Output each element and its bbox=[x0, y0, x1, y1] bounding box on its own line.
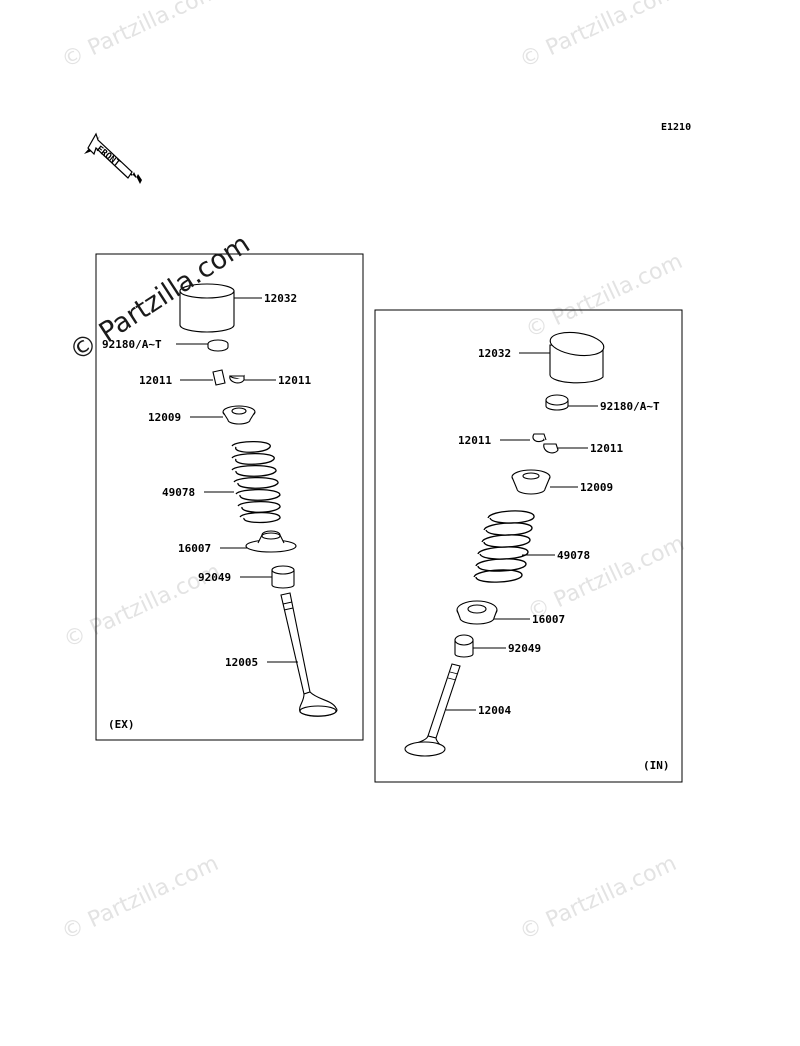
watermark: © Partzilla.com bbox=[58, 851, 222, 945]
ex-valve bbox=[280, 592, 338, 717]
intake-panel: 12032 92180/A~T 12011 12011 12009 49078 … bbox=[374, 309, 683, 783]
watermarks: © Partzilla.com © Partzilla.com © Partzi… bbox=[58, 0, 688, 945]
ex-label-retainer: 12009 bbox=[148, 411, 181, 424]
ex-label-cotter-left: 12011 bbox=[139, 374, 172, 387]
diagram-code: E1210 bbox=[661, 122, 691, 133]
ex-label-spring: 49078 bbox=[162, 486, 195, 499]
ex-seat bbox=[245, 530, 297, 553]
ex-retainer bbox=[222, 405, 256, 425]
in-label-retainer: 12009 bbox=[580, 481, 613, 494]
watermark: © Partzilla.com bbox=[58, 0, 222, 73]
front-label: FRONT bbox=[94, 144, 122, 169]
ex-seal bbox=[271, 565, 295, 589]
ex-spring bbox=[231, 440, 281, 524]
in-retainer bbox=[511, 469, 551, 495]
in-label-cotter-left: 12011 bbox=[458, 434, 491, 447]
ex-labels: 12032 92180/A~T 12011 12011 12009 49078 … bbox=[102, 292, 311, 731]
ex-label-tappet: 12032 bbox=[264, 292, 297, 305]
ex-cotters bbox=[212, 369, 245, 386]
in-label-seal: 92049 bbox=[508, 642, 541, 655]
ex-label-seat: 16007 bbox=[178, 542, 211, 555]
ex-tag: (EX) bbox=[108, 718, 135, 731]
ex-label-valve: 12005 bbox=[225, 656, 258, 669]
in-label-seat: 16007 bbox=[532, 613, 565, 626]
exhaust-panel: 12032 92180/A~T 12011 12011 12009 49078 … bbox=[95, 253, 364, 741]
intake-frame bbox=[374, 309, 683, 783]
in-tag: (IN) bbox=[643, 759, 670, 772]
front-arrow-icon: FRONT bbox=[84, 132, 142, 184]
in-valve bbox=[404, 663, 461, 757]
watermark: © Partzilla.com bbox=[522, 249, 686, 343]
ex-label-cotter-right: 12011 bbox=[278, 374, 311, 387]
in-cotters bbox=[532, 433, 559, 454]
exhaust-frame bbox=[95, 253, 364, 741]
in-label-spring: 49078 bbox=[557, 549, 590, 562]
ex-label-seal: 92049 bbox=[198, 571, 231, 584]
in-label-shim: 92180/A~T bbox=[600, 400, 660, 413]
in-label-cotter-right: 12011 bbox=[590, 442, 623, 455]
ex-label-shim: 92180/A~T bbox=[102, 338, 162, 351]
in-label-tappet: 12032 bbox=[478, 347, 511, 360]
ex-shim bbox=[207, 339, 229, 352]
ex-tappet bbox=[179, 283, 235, 333]
in-tappet bbox=[549, 331, 605, 384]
in-labels: 12032 92180/A~T 12011 12011 12009 49078 … bbox=[446, 347, 670, 772]
in-label-valve: 12004 bbox=[478, 704, 511, 717]
in-seat bbox=[456, 600, 498, 625]
in-shim bbox=[545, 394, 569, 411]
in-seal bbox=[454, 634, 474, 658]
watermark: © Partzilla.com bbox=[516, 0, 680, 73]
watermark: © Partzilla.com bbox=[524, 531, 688, 625]
watermark: © Partzilla.com bbox=[516, 851, 680, 945]
in-spring bbox=[473, 510, 535, 583]
